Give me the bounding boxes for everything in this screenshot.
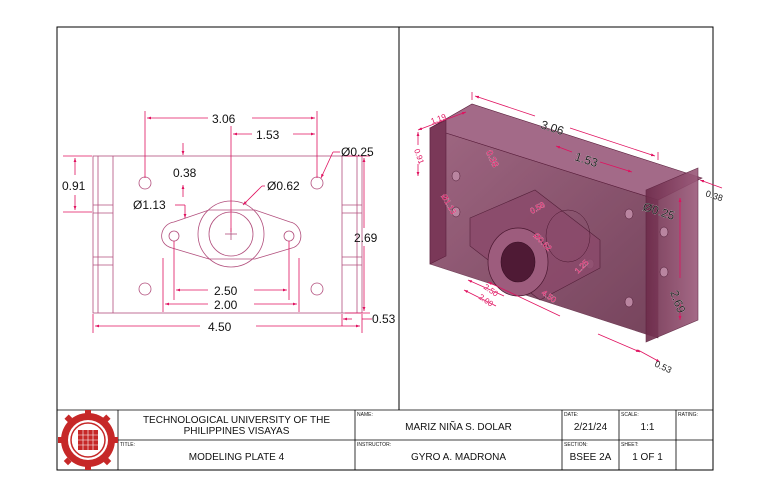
- drawing-title: MODELING PLATE 4: [188, 452, 285, 463]
- sheet-label: SHEET:: [621, 442, 639, 448]
- dim-0-53: 0.53: [372, 312, 396, 326]
- scale-label: SCALE:: [621, 412, 639, 418]
- dim-3-06: 3.06: [212, 112, 236, 126]
- dim-4-50: 4.50: [208, 320, 232, 334]
- flange-hole-left: [168, 230, 180, 242]
- school-line-2: PHILIPPINES VISAYAS: [183, 426, 290, 437]
- iso-wing-left: [429, 119, 447, 265]
- school-line-1: TECHNOLOGICAL UNIVERSITY OF THE: [142, 415, 331, 426]
- instructor-name: GYRO A. MADRONA: [410, 452, 506, 463]
- dim-0-38: 0.38: [173, 166, 197, 180]
- student-name: MARIZ NIÑA S. DOLAR: [405, 422, 512, 433]
- sheet-border: [56, 26, 714, 471]
- rating-label: RATING:: [678, 412, 698, 418]
- name-label: NAME:: [357, 412, 373, 418]
- hole-bottom-left: [138, 282, 152, 296]
- iso-dim-0-53: 0.53: [653, 359, 673, 375]
- title-block: [57, 409, 713, 470]
- instructor-label: INSTRUCTOR:: [357, 442, 392, 448]
- iso-wing-right: [645, 167, 699, 343]
- scale-value: 1:1: [640, 422, 655, 433]
- hole-bottom-right: [310, 282, 324, 296]
- iso-dim-0-38b: 0.38: [704, 188, 724, 203]
- dim-2-50: 2.50: [214, 284, 238, 298]
- sheet-value: 1 OF 1: [632, 452, 663, 463]
- date-label: DATE:: [564, 412, 579, 418]
- dim-boss: Ø1.13: [133, 198, 166, 212]
- university-seal-icon: [58, 410, 118, 470]
- iso-dimensions: [416, 92, 723, 363]
- section-value: BSEE 2A: [569, 452, 612, 463]
- iso-boss-inner: [500, 241, 536, 283]
- front-dim-text: 3.06 1.53 Ø0.25 0.91 0.38 Ø0.62 Ø1.13 2.…: [62, 112, 396, 334]
- hole-top-right: [310, 176, 324, 190]
- flange-outline: [161, 209, 302, 260]
- dim-2-00: 2.00: [214, 298, 238, 312]
- front-dimensions: [63, 111, 372, 333]
- dim-small-hole: Ø0.25: [341, 145, 374, 159]
- dim-0-91: 0.91: [62, 179, 86, 193]
- front-view: [92, 155, 363, 314]
- title-label: TITLE:: [120, 442, 136, 448]
- iso-boss-rear: [545, 209, 591, 263]
- section-label: SECTION:: [564, 442, 588, 448]
- dim-1-53: 1.53: [256, 128, 280, 142]
- front-outline: [92, 155, 363, 314]
- iso-dim-0-91: 0.91: [412, 148, 426, 166]
- hole-top-left: [138, 176, 152, 190]
- dim-2-69: 2.69: [354, 231, 378, 245]
- iso-view: [429, 103, 703, 343]
- date-value: 2/21/24: [573, 422, 608, 433]
- flange-hole-right: [283, 230, 295, 242]
- dim-bore: Ø0.62: [267, 179, 300, 193]
